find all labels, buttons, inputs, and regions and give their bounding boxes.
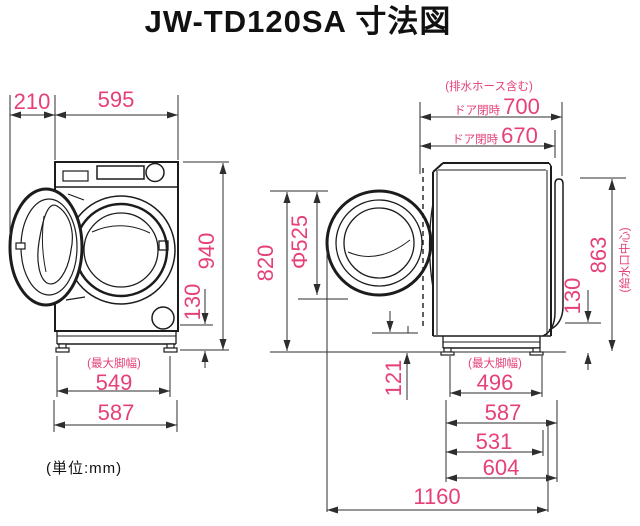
dim-front-height: 940 xyxy=(194,232,219,270)
door-closed-label: ドア閉時 xyxy=(454,105,501,117)
dim-side-531: 531 xyxy=(475,429,513,454)
note-side-max-foot-width: (最大脚幅) xyxy=(468,358,522,370)
dim-side-inlet-height: 863 xyxy=(586,236,611,274)
door-latch xyxy=(158,240,169,251)
dim-front-foot-width: 549 xyxy=(95,370,133,395)
panel-button xyxy=(62,170,89,182)
note-including-drain-hose: (排水ホース含む) xyxy=(445,81,533,93)
dim-side-121: 121 xyxy=(381,359,406,397)
panel-knob xyxy=(145,162,165,183)
dim-side-670: 670 xyxy=(501,123,538,148)
dim-side-door-diameter: Φ525 xyxy=(287,214,312,270)
dim-side-door-top-height: 820 xyxy=(253,244,278,282)
dim-front-door-depth: 210 xyxy=(13,89,51,114)
door-handle xyxy=(15,242,26,250)
panel-display xyxy=(96,165,145,180)
dim-side-604: 604 xyxy=(482,455,520,480)
door-closed-label: ドア閉時 xyxy=(452,134,499,146)
front-feet xyxy=(55,343,178,353)
dim-side-bottom-clearance: 130 xyxy=(560,277,585,315)
dim-side-587: 587 xyxy=(484,400,522,425)
side-view-drawing xyxy=(325,162,564,356)
page-title: JW-TD120SA 寸法図 xyxy=(144,4,452,39)
open-door xyxy=(8,187,84,307)
drain-hose xyxy=(542,178,564,337)
note-water-inlet-center: (給水口中心) xyxy=(619,227,632,293)
dimension-lines xyxy=(9,95,626,514)
unit-note: (単位:mm) xyxy=(46,460,123,477)
pump-cover xyxy=(151,306,175,330)
dim-front-base-width: 587 xyxy=(97,400,135,425)
front-view-drawing xyxy=(8,161,179,353)
side-open-door xyxy=(325,189,433,297)
dim-side-foot-width: 496 xyxy=(476,370,514,395)
dim-front-width: 595 xyxy=(97,87,135,112)
dim-side-depth-with-hose: ドア閉時 700 xyxy=(454,96,540,118)
dim-side-total-depth-door-open: 1160 xyxy=(413,484,461,509)
dim-side-700: 700 xyxy=(503,94,540,119)
note-front-max-foot-width: (最大脚幅) xyxy=(87,358,141,370)
dim-front-bottom-clearance: 130 xyxy=(180,283,205,321)
dim-side-depth-door-closed: ドア閉時 670 xyxy=(452,125,538,147)
